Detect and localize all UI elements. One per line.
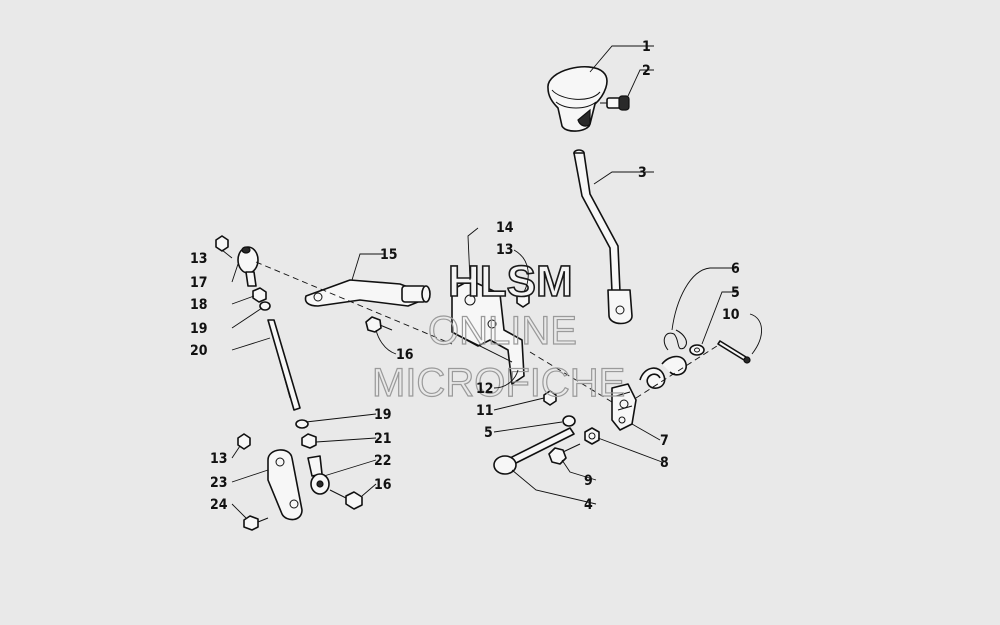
- bolt-part-16-upper: [365, 316, 393, 333]
- callout-7: 7: [660, 433, 669, 449]
- callout-19-upper: 19: [190, 321, 208, 337]
- nut-part-13-left: [215, 235, 229, 252]
- callout-4: 4: [584, 497, 593, 513]
- callout-21: 21: [374, 431, 392, 447]
- set-screw-part: [600, 95, 630, 111]
- bracket-part-23: [267, 449, 303, 521]
- bolt-part-16-lower: [329, 489, 363, 510]
- rod-end-part-17: [237, 246, 259, 287]
- callout-16-upper: 16: [396, 347, 414, 363]
- callout-10: 10: [722, 307, 740, 323]
- nut-part-21: [301, 433, 317, 449]
- callout-13-left: 13: [190, 251, 208, 267]
- callout-23: 23: [210, 475, 228, 491]
- callout-13-lower: 13: [210, 451, 228, 467]
- tie-rod-part-20: [267, 319, 301, 411]
- assembly-centerlines: [255, 261, 721, 403]
- nut-part-13-upper: [516, 291, 530, 308]
- watermark-line2: ONLINE: [428, 309, 577, 353]
- bolt-part-11: [543, 390, 557, 406]
- washer-part-lower: [562, 415, 576, 427]
- callout-9: 9: [584, 473, 593, 489]
- callout-24: 24: [210, 497, 228, 513]
- shift-arm-part: [304, 279, 431, 307]
- washer-part-19-lower: [295, 419, 309, 429]
- leader-lines: [221, 45, 762, 519]
- callout-20: 20: [190, 343, 208, 359]
- callout-3: 3: [638, 165, 647, 181]
- callout-labels: 1 2 3 6 5 10 14 13 15 13 17 18 19 20 16 …: [190, 39, 740, 513]
- callout-2: 2: [642, 63, 651, 79]
- watermark-line1: HLSM: [448, 257, 573, 306]
- callout-11: 11: [476, 403, 494, 419]
- callout-12: 12: [476, 381, 494, 397]
- rod-end-part-22: [307, 455, 330, 495]
- washer-part-upper: [689, 344, 705, 356]
- spring-part: [639, 329, 687, 389]
- callout-15: 15: [380, 247, 398, 263]
- watermark: HLSM ONLINE MICROFICHE: [371, 256, 626, 405]
- callout-8: 8: [660, 455, 669, 471]
- callout-17: 17: [190, 275, 208, 291]
- callout-1: 1: [642, 39, 651, 55]
- shift-knob-part: [547, 66, 608, 132]
- nut-part-8: [584, 427, 600, 445]
- callout-14: 14: [496, 220, 514, 236]
- callout-19-lower: 19: [374, 407, 392, 423]
- shift-lever-part: [573, 149, 633, 325]
- bolt-part-9: [548, 443, 581, 465]
- bolt-part-24: [243, 515, 269, 531]
- nut-part-18: [252, 287, 267, 303]
- callout-13-upper: 13: [496, 242, 514, 258]
- mounting-bracket-part: [451, 279, 525, 385]
- callout-5-upper: 5: [731, 285, 740, 301]
- washer-part-19-upper: [259, 301, 271, 311]
- callout-18: 18: [190, 297, 208, 313]
- callout-16-lower: 16: [374, 477, 392, 493]
- watermark-line3: MICROFICHE: [372, 361, 625, 405]
- callout-6: 6: [731, 261, 740, 277]
- callout-5-lower: 5: [484, 425, 493, 441]
- clevis-bracket-part: [611, 383, 637, 431]
- nut-part-13-lower: [237, 433, 251, 450]
- callout-22: 22: [374, 453, 392, 469]
- cotter-pin-part: [717, 340, 751, 364]
- clevis-pin-part-4: [493, 427, 575, 475]
